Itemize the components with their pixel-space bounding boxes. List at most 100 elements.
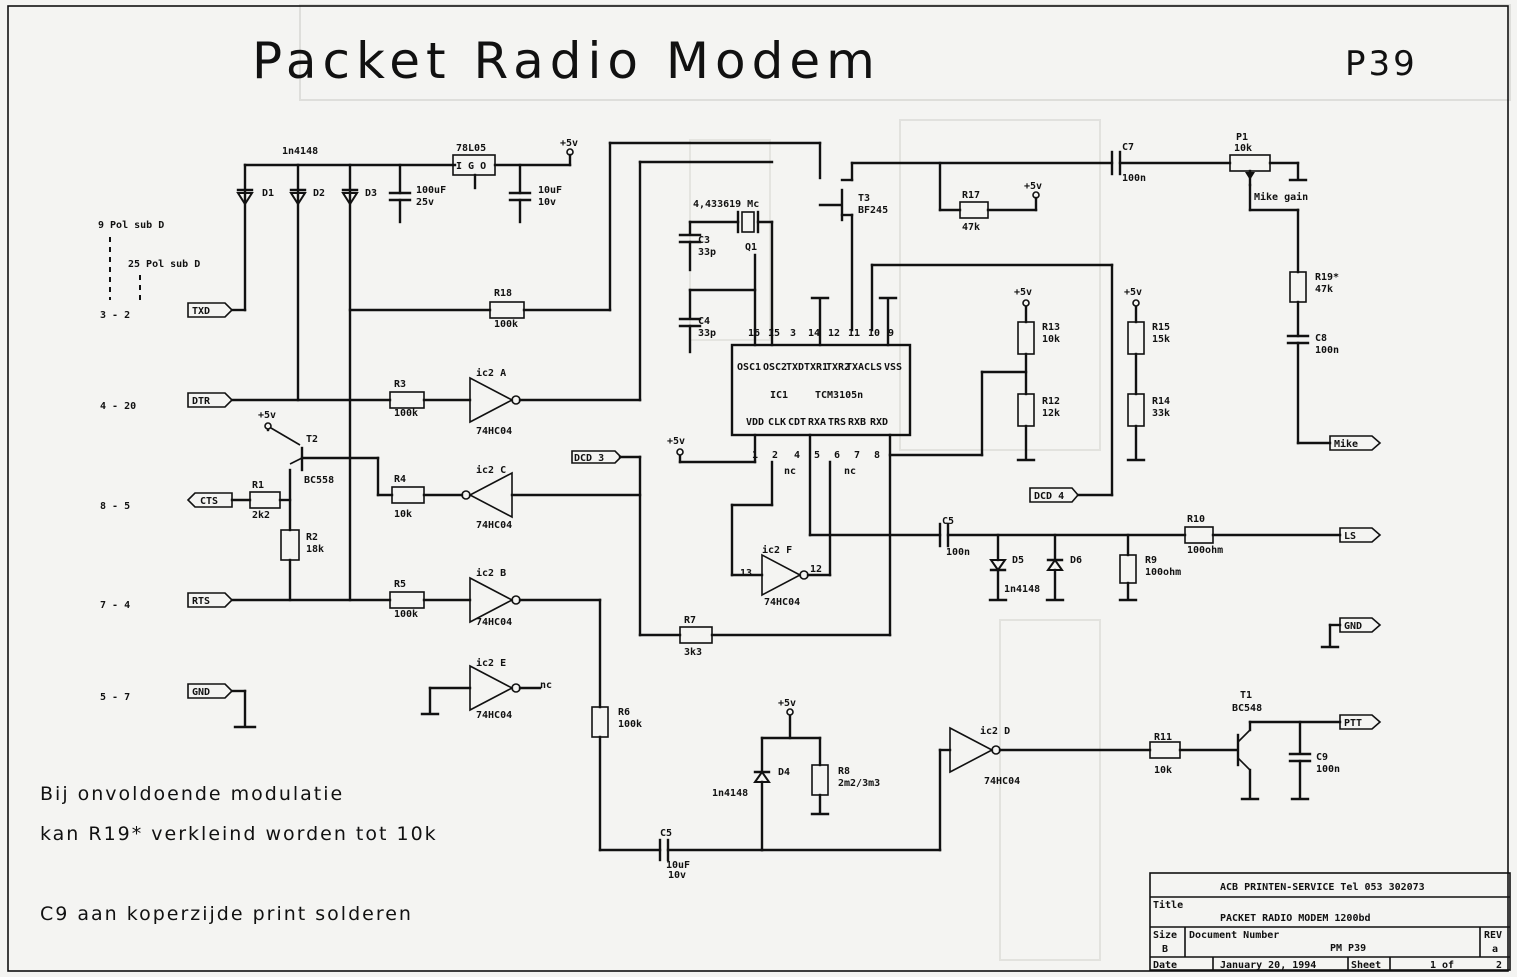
svg-text:CLK: CLK (768, 417, 786, 428)
svg-text:3k3: 3k3 (684, 647, 702, 658)
svg-text:RTS: RTS (192, 596, 210, 607)
svg-text:R6: R6 (618, 707, 630, 718)
svg-text:ic2 E: ic2 E (476, 657, 506, 669)
svg-text:10v: 10v (538, 197, 556, 208)
inverter-e: ic2 E 74HC04 nc (420, 657, 552, 721)
svg-text:OSC2: OSC2 (763, 362, 787, 373)
title-block: ACB PRINTEN-SERVICE Tel 053 302073 Title… (1149, 872, 1511, 971)
svg-text:D3: D3 (365, 188, 377, 199)
svg-text:33p: 33p (698, 328, 716, 339)
svg-text:5: 5 (814, 450, 820, 461)
svg-text:R11: R11 (1154, 732, 1172, 743)
svg-text:100uF: 100uF (416, 185, 446, 196)
svg-text:R19*: R19* (1315, 272, 1339, 283)
svg-text:R10: R10 (1187, 514, 1205, 525)
svg-text:CDT: CDT (788, 417, 806, 428)
svg-text:D1: D1 (262, 188, 274, 199)
svg-text:R8: R8 (838, 766, 850, 777)
svg-text:11: 11 (848, 328, 860, 339)
mike-input-section: T3 BF245 C7 100n P1 10k Mike gain R19* 4… (818, 132, 1382, 451)
svg-text:10k: 10k (394, 509, 412, 520)
pin-gnd: 5 - 7 (100, 692, 130, 703)
svg-text:TCM3105n: TCM3105n (815, 390, 863, 401)
audio-output-section: C5 100n D5 1n4148 D6 R9 100ohm R10 100oh… (808, 514, 1382, 602)
svg-text:REV: REV (1484, 930, 1502, 941)
note-line-3: C9 aan koperzijde print solderen (40, 903, 413, 925)
svg-text:100n: 100n (946, 547, 970, 558)
svg-text:GND: GND (192, 687, 210, 698)
port-gnd-out: GND (1320, 617, 1382, 649)
title-block-docnum: PM P39 (1330, 943, 1366, 954)
svg-text:BC558: BC558 (304, 475, 334, 486)
port-dcd4 (1029, 487, 1080, 503)
pin-cts: 8 - 5 (100, 501, 130, 512)
svg-text:R4: R4 (394, 474, 406, 485)
note-line-1: Bij onvoldoende modulatie (40, 783, 344, 805)
note-line-2: kan R19* verkleind worden tot 10k (40, 823, 438, 845)
dtr-path: R3 100k ic2 A 74HC04 (230, 160, 774, 437)
svg-text:12k: 12k (1042, 408, 1060, 419)
svg-text:R5: R5 (394, 579, 406, 590)
svg-text:D6: D6 (1070, 555, 1082, 566)
svg-text:PTT: PTT (1344, 718, 1362, 729)
title-block-title: PACKET RADIO MODEM 1200bd (1220, 913, 1371, 924)
svg-text:100n: 100n (1315, 345, 1339, 356)
svg-text:100k: 100k (394, 408, 418, 419)
svg-text:RXD: RXD (870, 417, 888, 428)
svg-text:C3: C3 (698, 235, 710, 246)
svg-text:+5v: +5v (1024, 181, 1042, 192)
svg-text:P1: P1 (1236, 132, 1248, 143)
svg-text:74HC04: 74HC04 (984, 776, 1020, 787)
transistor-t2-section: +5v T2 BC558 R1 2k2 R2 18k (230, 410, 380, 602)
svg-text:2: 2 (1496, 960, 1502, 971)
pin-txd: 3 - 2 (100, 310, 130, 321)
svg-text:TXA: TXA (846, 362, 864, 373)
svg-text:CTS: CTS (200, 496, 218, 507)
svg-text:R12: R12 (1042, 396, 1060, 407)
svg-text:DCD 4: DCD 4 (1034, 491, 1064, 502)
svg-text:Sheet: Sheet (1351, 960, 1381, 971)
ptt-output-section: ic2 D 74HC04 R11 10k T1 BC548 C9 100n PT… (938, 690, 1382, 852)
svg-text:15k: 15k (1152, 334, 1170, 345)
svg-text:2: 2 (772, 450, 778, 461)
svg-text:1n4148: 1n4148 (1004, 584, 1040, 595)
port-ptt (1339, 714, 1382, 730)
svg-text:3: 3 (790, 328, 796, 339)
svg-text:9: 9 (888, 328, 894, 339)
diode-d1: D1 (236, 188, 274, 206)
svg-text:8: 8 (874, 450, 880, 461)
port-mike (1329, 435, 1382, 451)
svg-text:DTR: DTR (192, 396, 211, 407)
svg-text:R2: R2 (306, 532, 318, 543)
pin-rts: 7 - 4 (100, 600, 130, 611)
svg-text:+5v: +5v (778, 698, 796, 709)
svg-text:4: 4 (794, 450, 800, 461)
title-block-company: ACB PRINTEN-SERVICE Tel 053 302073 (1220, 882, 1425, 893)
svg-text:10k: 10k (1234, 143, 1252, 154)
svg-text:OSC1: OSC1 (737, 362, 761, 373)
svg-text:10v: 10v (668, 870, 686, 881)
svg-text:13: 13 (740, 568, 752, 579)
svg-text:ic2 F: ic2 F (762, 544, 792, 556)
capacitor-10uf: 10uF 10v (508, 163, 562, 224)
svg-text:R15: R15 (1152, 322, 1170, 333)
svg-text:2m2/3m3: 2m2/3m3 (838, 778, 880, 789)
svg-text:Mike: Mike (1334, 438, 1358, 450)
svg-text:nc: nc (540, 680, 552, 691)
svg-text:+5v: +5v (667, 436, 685, 447)
svg-text:T2: T2 (306, 434, 318, 445)
svg-text:D5: D5 (1012, 555, 1024, 566)
svg-text:C4: C4 (698, 316, 710, 327)
svg-text:+5v: +5v (1014, 287, 1032, 298)
svg-text:ic2 D: ic2 D (980, 725, 1010, 737)
svg-text:C7: C7 (1122, 142, 1134, 153)
svg-text:10k: 10k (1042, 334, 1060, 345)
port-cts: CTS (186, 492, 233, 508)
svg-text:1n4148: 1n4148 (712, 788, 748, 799)
svg-text:Size: Size (1153, 929, 1177, 941)
svg-text:100k: 100k (618, 719, 642, 730)
svg-text:Q1: Q1 (745, 242, 757, 253)
svg-text:a: a (1492, 944, 1498, 955)
